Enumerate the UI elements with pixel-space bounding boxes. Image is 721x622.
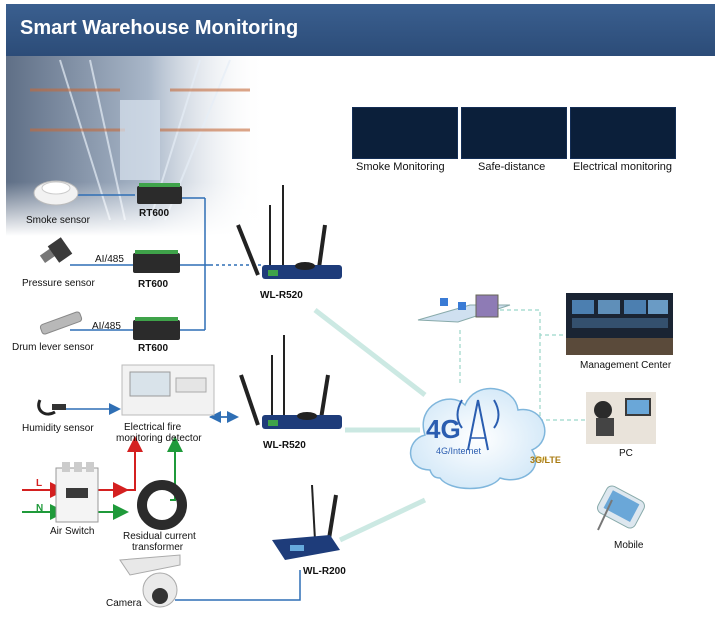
screen-label-electrical: Electrical monitoring bbox=[573, 161, 673, 173]
pc-label: PC bbox=[619, 448, 633, 459]
residual-transformer-icon bbox=[137, 480, 187, 530]
wire-l-label: L bbox=[36, 478, 43, 489]
warehouse-image bbox=[6, 56, 266, 236]
router-wl-r520-2 bbox=[239, 335, 342, 429]
cloud-internet-label: 4G/Internet bbox=[436, 446, 482, 456]
router-wl-r200 bbox=[272, 484, 340, 560]
rt600-label-2: RT600 bbox=[138, 279, 169, 290]
screen-smoke bbox=[352, 107, 458, 159]
smoke-sensor-label: Smoke sensor bbox=[26, 215, 90, 226]
pressure-sensor-icon bbox=[39, 237, 73, 263]
mobile-label: Mobile bbox=[614, 540, 644, 551]
residual-label-line1: Residual current bbox=[123, 531, 196, 542]
rt600-box-1 bbox=[137, 183, 182, 204]
smoke-sensor-icon bbox=[33, 180, 79, 206]
lte-label: 3G/LTE bbox=[530, 455, 561, 465]
wl-r520-label-2: WL-R520 bbox=[263, 440, 306, 451]
screen-label-safe-distance: Safe-distance bbox=[478, 161, 546, 173]
drum-sensor-label: Drum lever sensor bbox=[12, 342, 94, 353]
wire-n-label: N bbox=[36, 503, 44, 514]
ai485-label-2: AI/485 bbox=[92, 321, 121, 332]
header-bar: Smart Warehouse Monitoring bbox=[6, 4, 715, 56]
screen-safe-distance bbox=[461, 107, 567, 159]
pc-image bbox=[586, 392, 656, 444]
air-switch-icon bbox=[55, 462, 99, 523]
power-wires bbox=[22, 436, 183, 520]
camera-label: Camera bbox=[106, 598, 142, 609]
network-server-icon bbox=[417, 294, 511, 323]
rt600-box-2 bbox=[133, 250, 180, 273]
management-center-image bbox=[566, 293, 673, 355]
cloud-4g-label: 4G bbox=[426, 414, 461, 444]
wl-r200-label: WL-R200 bbox=[303, 566, 346, 577]
sensor-links bbox=[65, 194, 301, 601]
drum-sensor-icon bbox=[39, 311, 83, 335]
camera-icon bbox=[119, 554, 181, 608]
rt600-label-1: RT600 bbox=[139, 208, 170, 219]
page-title: Smart Warehouse Monitoring bbox=[20, 17, 299, 39]
screen-label-smoke: Smoke Monitoring bbox=[356, 161, 445, 173]
router-wl-r520-1 bbox=[236, 185, 342, 279]
header: Smart Warehouse Monitoring bbox=[0, 0, 721, 56]
mobile-icon bbox=[597, 485, 645, 531]
fire-detector-label-line2: monitoring detector bbox=[116, 433, 202, 444]
humidity-sensor-icon bbox=[37, 399, 66, 416]
management-center-label: Management Center bbox=[580, 360, 672, 371]
fire-detector-icon bbox=[121, 364, 215, 416]
screen-electrical bbox=[570, 107, 676, 159]
rt600-box-3 bbox=[133, 317, 180, 340]
ai485-label-1: AI/485 bbox=[95, 254, 124, 265]
rt600-label-3: RT600 bbox=[138, 343, 169, 354]
air-switch-label: Air Switch bbox=[50, 526, 95, 537]
residual-label-line2: transformer bbox=[132, 542, 184, 553]
humidity-sensor-label: Humidity sensor bbox=[22, 423, 94, 434]
wl-r520-label-1: WL-R520 bbox=[260, 290, 303, 301]
fire-detector-label-line1: Electrical fire bbox=[124, 422, 182, 433]
pressure-sensor-label: Pressure sensor bbox=[22, 278, 95, 289]
tower-icon bbox=[456, 399, 500, 451]
wireless-links bbox=[313, 308, 427, 543]
